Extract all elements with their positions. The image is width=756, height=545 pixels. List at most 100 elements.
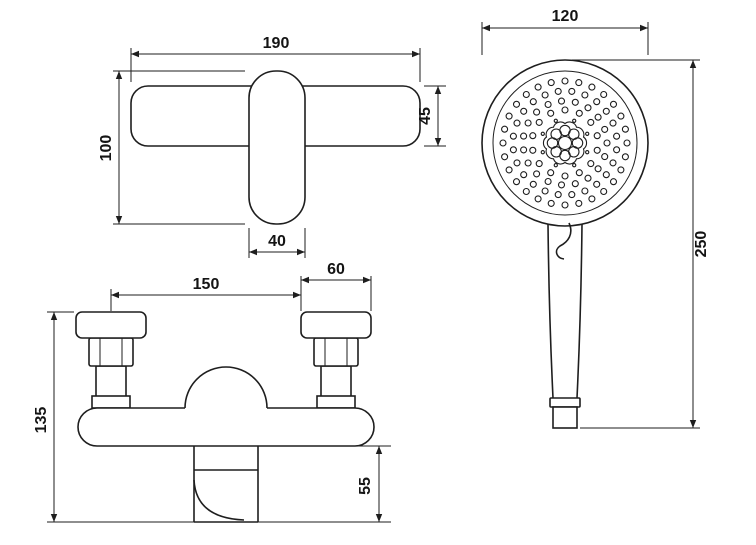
spray-hole bbox=[594, 113, 602, 121]
spray-hole bbox=[520, 146, 528, 154]
mixer-front-view: 150 60 135 55 bbox=[33, 261, 391, 523]
spray-hole bbox=[568, 87, 576, 95]
spray-hole bbox=[554, 191, 562, 199]
spray-hole bbox=[512, 100, 521, 108]
dim-label-flange-width: 60 bbox=[327, 261, 345, 278]
dim-label-spout-thickness: 45 bbox=[417, 107, 434, 125]
spray-hole bbox=[547, 79, 555, 87]
spray-hole bbox=[571, 98, 579, 106]
spray-hole bbox=[572, 163, 577, 168]
spray-hole bbox=[540, 150, 545, 155]
dim-flange-width: 60 bbox=[301, 261, 372, 311]
spray-hole bbox=[602, 171, 610, 179]
spray-hole bbox=[513, 119, 521, 127]
left-valve bbox=[75, 311, 147, 409]
spray-hole bbox=[512, 178, 521, 186]
spray-hole bbox=[529, 146, 537, 154]
spray-hole bbox=[621, 153, 629, 161]
spray-hole bbox=[534, 195, 542, 203]
spray-hole bbox=[522, 187, 530, 196]
spray-hole bbox=[509, 132, 517, 140]
valve-collar bbox=[91, 395, 131, 409]
dim-label-overall-depth: 100 bbox=[98, 135, 115, 162]
spray-hole bbox=[520, 171, 528, 179]
spray-hole bbox=[547, 109, 555, 117]
spray-hole bbox=[587, 118, 595, 126]
dim-overall-width: 190 bbox=[130, 35, 421, 82]
spray-hole bbox=[547, 199, 555, 207]
spray-hole bbox=[550, 128, 562, 140]
dim-outlet-height: 55 bbox=[356, 445, 391, 522]
spray-hole bbox=[609, 178, 618, 186]
spray-hole bbox=[609, 159, 617, 167]
spray-hole bbox=[544, 100, 552, 109]
spray-hole bbox=[575, 169, 583, 177]
spray-hole bbox=[533, 108, 541, 116]
spray-hole bbox=[600, 90, 608, 99]
handle-collar bbox=[549, 397, 581, 408]
spray-hole bbox=[561, 201, 569, 209]
spray-hole bbox=[575, 109, 583, 117]
spray-hole bbox=[581, 91, 589, 99]
shower-head-outer-rim bbox=[481, 59, 649, 227]
spray-hole bbox=[501, 125, 509, 133]
spray-hole bbox=[581, 187, 589, 195]
spray-hole bbox=[520, 132, 528, 140]
spray-hole bbox=[587, 160, 595, 168]
hose-connector-nut bbox=[552, 406, 578, 429]
dim-label-outlet-height: 55 bbox=[357, 477, 374, 495]
spray-hole bbox=[505, 166, 513, 174]
spray-hole bbox=[601, 125, 609, 133]
spray-hole bbox=[535, 160, 543, 168]
spray-hole bbox=[499, 139, 507, 147]
spray-hole bbox=[621, 125, 629, 133]
spray-hole bbox=[524, 159, 532, 167]
spray-hole bbox=[557, 181, 566, 189]
dim-overall-height: 135 bbox=[33, 311, 391, 523]
dim-label-overall-length: 250 bbox=[693, 231, 710, 258]
spray-hole bbox=[541, 187, 549, 195]
spray-hole bbox=[585, 131, 590, 136]
spray-hole bbox=[533, 170, 541, 178]
spray-hole bbox=[534, 83, 542, 91]
spray-hole bbox=[602, 107, 610, 115]
dim-valve-spacing: 150 bbox=[110, 276, 302, 311]
spray-hole bbox=[572, 118, 577, 123]
spray-hole bbox=[575, 79, 583, 87]
spray-hole bbox=[557, 97, 566, 105]
spray-hole bbox=[561, 172, 569, 180]
shower-handle-left-edge bbox=[547, 223, 554, 399]
wall-flange bbox=[300, 311, 372, 339]
spray-hole bbox=[585, 150, 590, 155]
spray-hole bbox=[520, 107, 528, 115]
spray-hole bbox=[541, 91, 549, 99]
valve-collar bbox=[316, 395, 356, 409]
spray-hole bbox=[609, 100, 618, 108]
spray-hole bbox=[529, 132, 537, 140]
mixer-handle bbox=[248, 70, 306, 225]
spray-hole bbox=[588, 83, 596, 91]
cartridge-dome-fill bbox=[185, 367, 267, 411]
spray-hole bbox=[522, 90, 530, 99]
spray-hole bbox=[553, 163, 558, 168]
spray-hole bbox=[593, 132, 601, 140]
outlet-curve bbox=[193, 479, 245, 521]
dim-label-valve-spacing: 150 bbox=[193, 276, 220, 293]
spray-hole bbox=[501, 153, 509, 161]
valve-nut bbox=[88, 337, 134, 367]
spray-hole bbox=[613, 132, 621, 140]
spray-hole bbox=[601, 153, 609, 161]
bottom-outlet bbox=[193, 446, 259, 523]
spray-hole bbox=[509, 146, 517, 154]
spray-hole bbox=[588, 195, 596, 203]
spray-hole bbox=[584, 174, 592, 182]
mixer-top-view: 190 100 45 40 bbox=[98, 35, 446, 258]
dim-handle-width: 40 bbox=[248, 228, 306, 258]
spray-hole bbox=[568, 191, 576, 199]
spray-hole bbox=[535, 118, 543, 126]
scalloped-ring bbox=[542, 121, 588, 165]
spray-hole bbox=[557, 135, 573, 151]
spray-hole bbox=[593, 180, 601, 188]
spray-hole bbox=[561, 106, 569, 114]
